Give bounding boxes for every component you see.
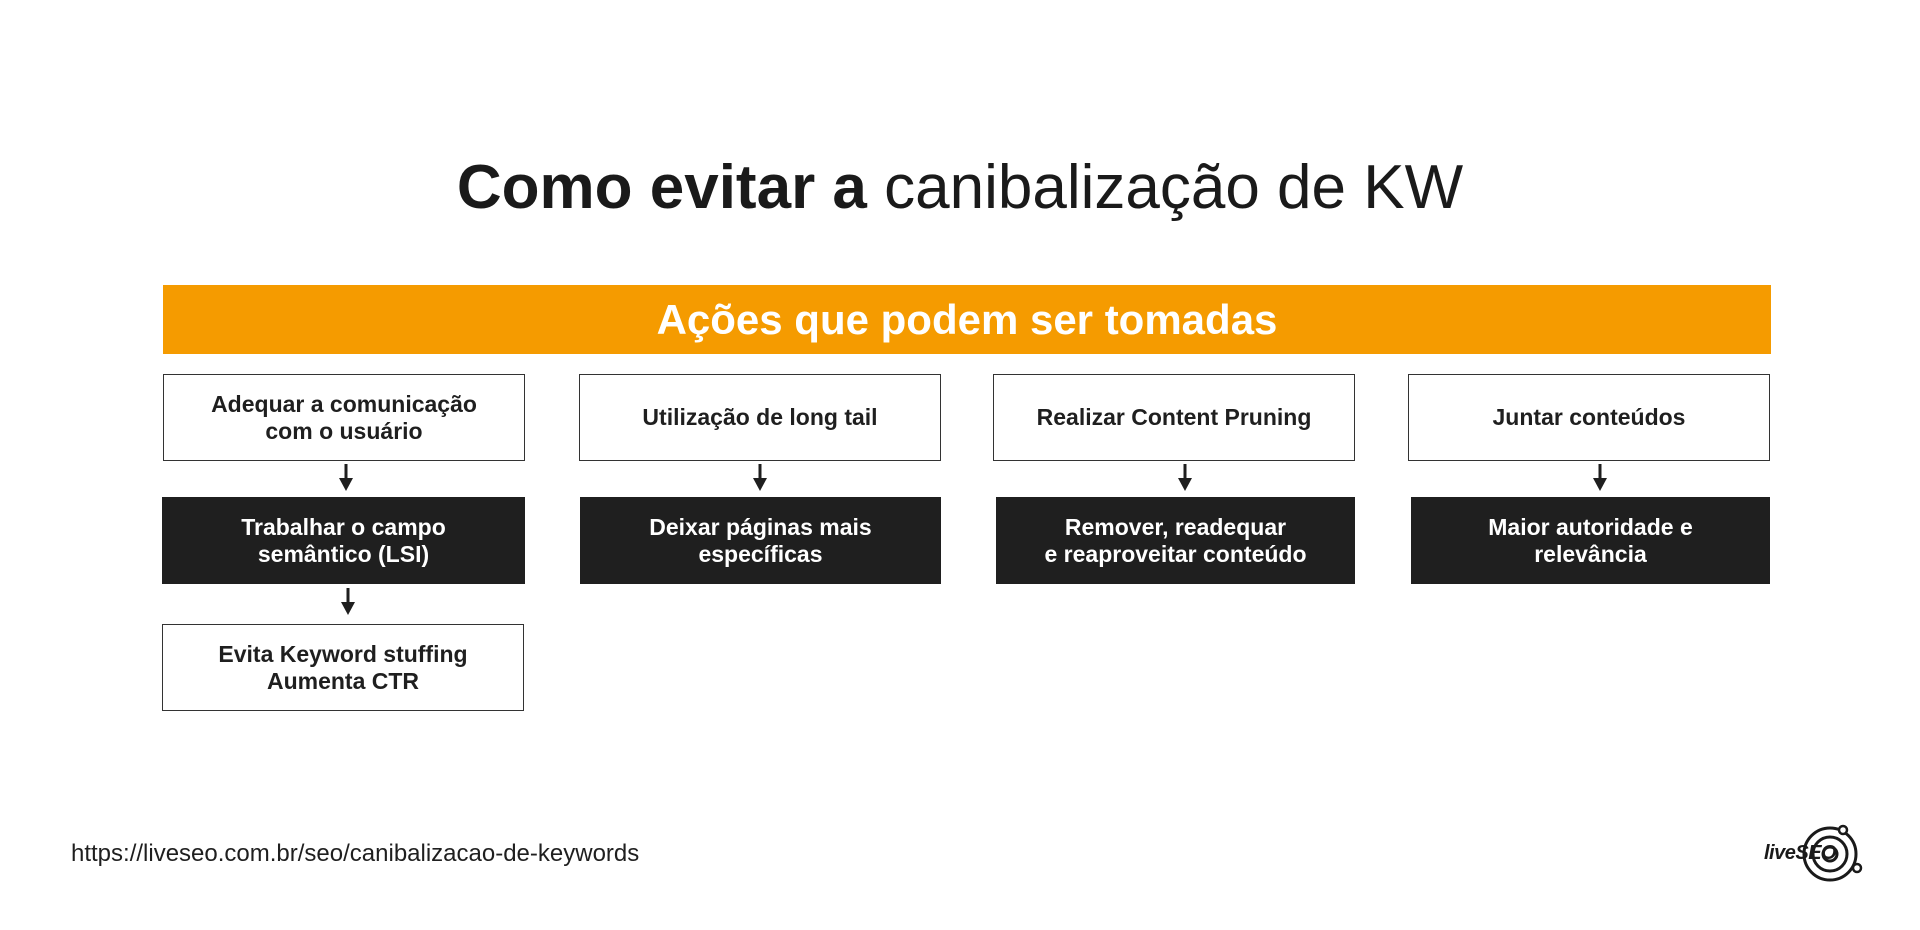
source-url: https://liveseo.com.br/seo/canibalizacao… [71, 840, 640, 867]
step-content-pruning: Realizar Content Pruning [993, 374, 1355, 461]
result-autoridade-relevancia: Maior autoridade e relevância [1411, 497, 1770, 584]
step-juntar-conteudos: Juntar conteúdos [1408, 374, 1770, 461]
orbit-logo-icon [1802, 824, 1863, 882]
page-title: Como evitar a canibalização de KW [0, 148, 1920, 228]
actions-banner: Ações que podem ser tomadas [163, 285, 1771, 354]
arrow-down-icon [339, 464, 353, 491]
result-remover-readequar: Remover, readequar e reaproveitar conteú… [996, 497, 1355, 584]
arrow-down-icon [753, 464, 767, 491]
step-long-tail: Utilização de long tail [579, 374, 941, 461]
result-campo-semantico: Trabalhar o campo semântico (LSI) [162, 497, 525, 584]
arrow-down-icon [1593, 464, 1607, 491]
arrow-down-icon [1178, 464, 1192, 491]
result-paginas-especificas: Deixar páginas mais específicas [580, 497, 941, 584]
logo-text: liveSEO [1764, 842, 1837, 864]
liveseo-logo: liveSEO [1764, 822, 1864, 886]
outcome-keyword-stuffing-ctr: Evita Keyword stuffing Aumenta CTR [162, 624, 524, 711]
arrow-down-icon [341, 588, 355, 615]
title-light: canibalização de KW [866, 153, 1464, 222]
banner-text: Ações que podem ser tomadas [656, 295, 1278, 343]
step-adequar-comunicacao: Adequar a comunicação com o usuário [163, 374, 525, 461]
title-bold: Como evitar a [456, 153, 867, 222]
